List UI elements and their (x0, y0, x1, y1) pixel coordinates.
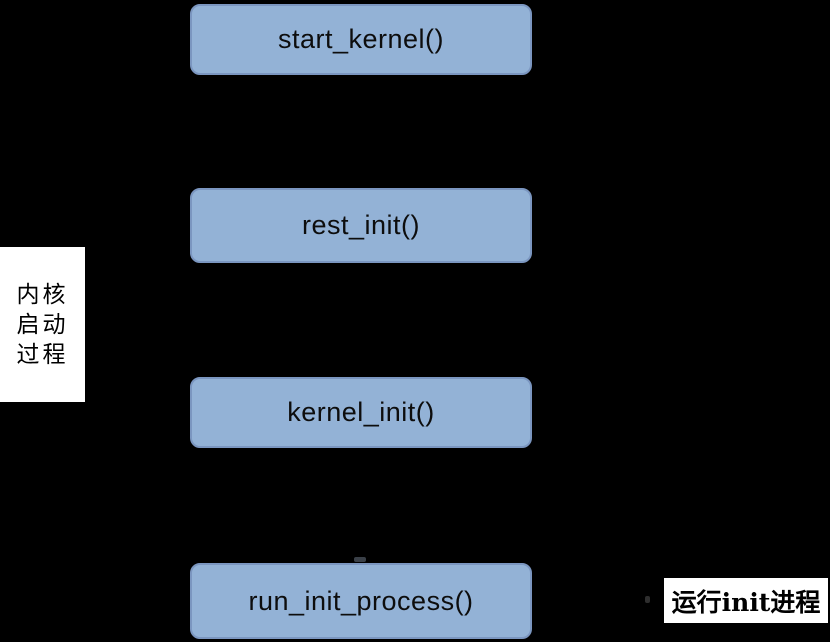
node-rest-init: rest_init() (190, 188, 532, 263)
node-rest-init-label: rest_init() (301, 210, 421, 240)
left-annotation-line-1: 内核 (16, 281, 69, 308)
node-kernel-init: kernel_init() (190, 377, 532, 448)
arrow-remnant-icon (354, 557, 366, 562)
left-annotation-text: 内核 启动 过程 (17, 280, 69, 370)
node-kernel-init-label: kernel_init() (287, 397, 435, 427)
right-annotation-text: 运行init进程 (671, 587, 821, 617)
node-start-kernel: start_kernel() (190, 4, 532, 75)
node-run-init-process-label: run_init_process() (248, 585, 474, 616)
node-run-init-process: run_init_process() (190, 563, 532, 639)
left-annotation-kernel-boot-process: 内核 启动 过程 (0, 247, 85, 402)
left-annotation-line-2: 启动 (16, 311, 69, 338)
arrow-remnant-icon (645, 596, 650, 603)
left-annotation-line-3: 过程 (16, 341, 69, 368)
node-start-kernel-label: start_kernel() (277, 24, 445, 54)
right-annotation-run-init-process: 运行init进程 (664, 578, 828, 623)
